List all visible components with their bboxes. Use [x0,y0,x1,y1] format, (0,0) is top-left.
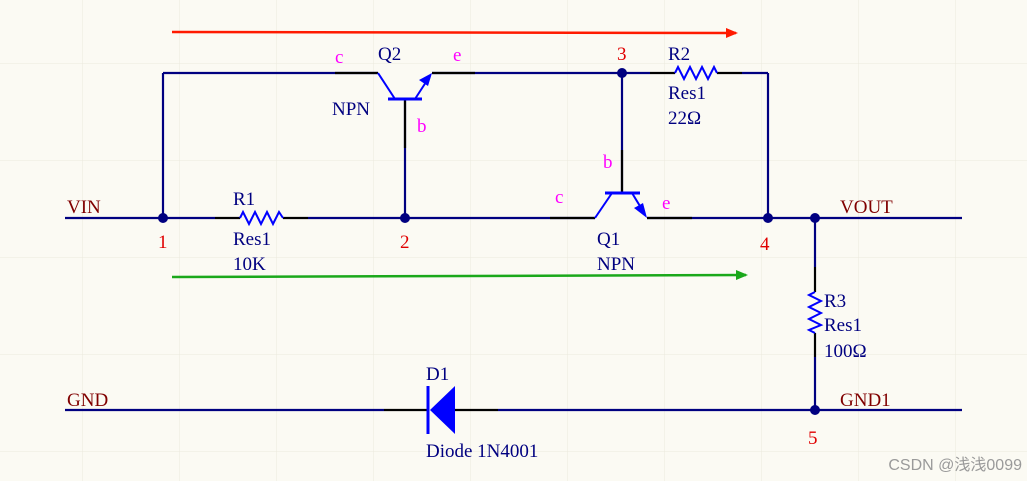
r2-zigzag [674,64,718,82]
r1-designator: R1 [233,189,255,210]
d1-designator: D1 [426,364,449,385]
q2-type: NPN [332,99,370,120]
r2-value: 22Ω [668,108,701,129]
junction-node4 [763,213,773,223]
node-number-5: 5 [808,428,818,449]
q1-type: NPN [597,254,635,275]
transistor-q2 [335,71,475,148]
r3-type: Res1 [824,315,862,336]
d1-description: Diode 1N4001 [426,441,538,462]
diode-d1 [384,386,498,434]
q2-designator: Q2 [378,44,401,65]
q2-pin-c: c [335,47,343,68]
net-label-vout: VOUT [840,197,893,218]
junction-node5 [810,405,820,415]
q2-emitter-arrow [419,73,432,86]
resistor-r1 [215,209,308,227]
node-number-1: 1 [158,232,168,253]
q1-pin-b: b [603,152,613,173]
junctions [158,68,820,415]
q1-designator: Q1 [597,229,620,250]
junction-node3 [617,68,627,78]
r1-type: Res1 [233,229,271,250]
current-arrow-bottom [171,270,748,281]
r2-designator: R2 [668,44,690,65]
resistor-r3 [806,267,824,357]
r3-zigzag [806,291,824,334]
junction-node1 [158,213,168,223]
net-label-vin: VIN [67,197,101,218]
q1-pin-e: e [662,193,670,214]
node-number-3: 3 [617,44,627,65]
node-number-2: 2 [400,232,410,253]
r1-zigzag [239,209,284,227]
junction-node2 [400,213,410,223]
r2-type: Res1 [668,83,706,104]
net-label-gnd: GND [67,390,108,411]
d1-triangle [430,386,455,434]
junction-vout [810,213,820,223]
resistor-r2 [650,64,742,82]
q2-pin-b: b [417,116,427,137]
node-number-4: 4 [760,234,770,255]
watermark: CSDN @浅浅0099 [888,456,1022,474]
q1-collector-lead [594,192,613,219]
net-label-gnd1: GND1 [840,390,891,411]
q1-emitter-arrow [634,203,647,218]
transistor-q1 [550,150,692,220]
r3-value: 100Ω [824,341,867,362]
q2-pin-e: e [453,45,461,66]
current-arrow-top [171,27,738,38]
q1-pin-c: c [555,187,563,208]
r1-value: 10K [233,254,266,275]
q2-collector-lead [377,72,396,100]
r3-designator: R3 [824,291,846,312]
wires [65,71,962,412]
